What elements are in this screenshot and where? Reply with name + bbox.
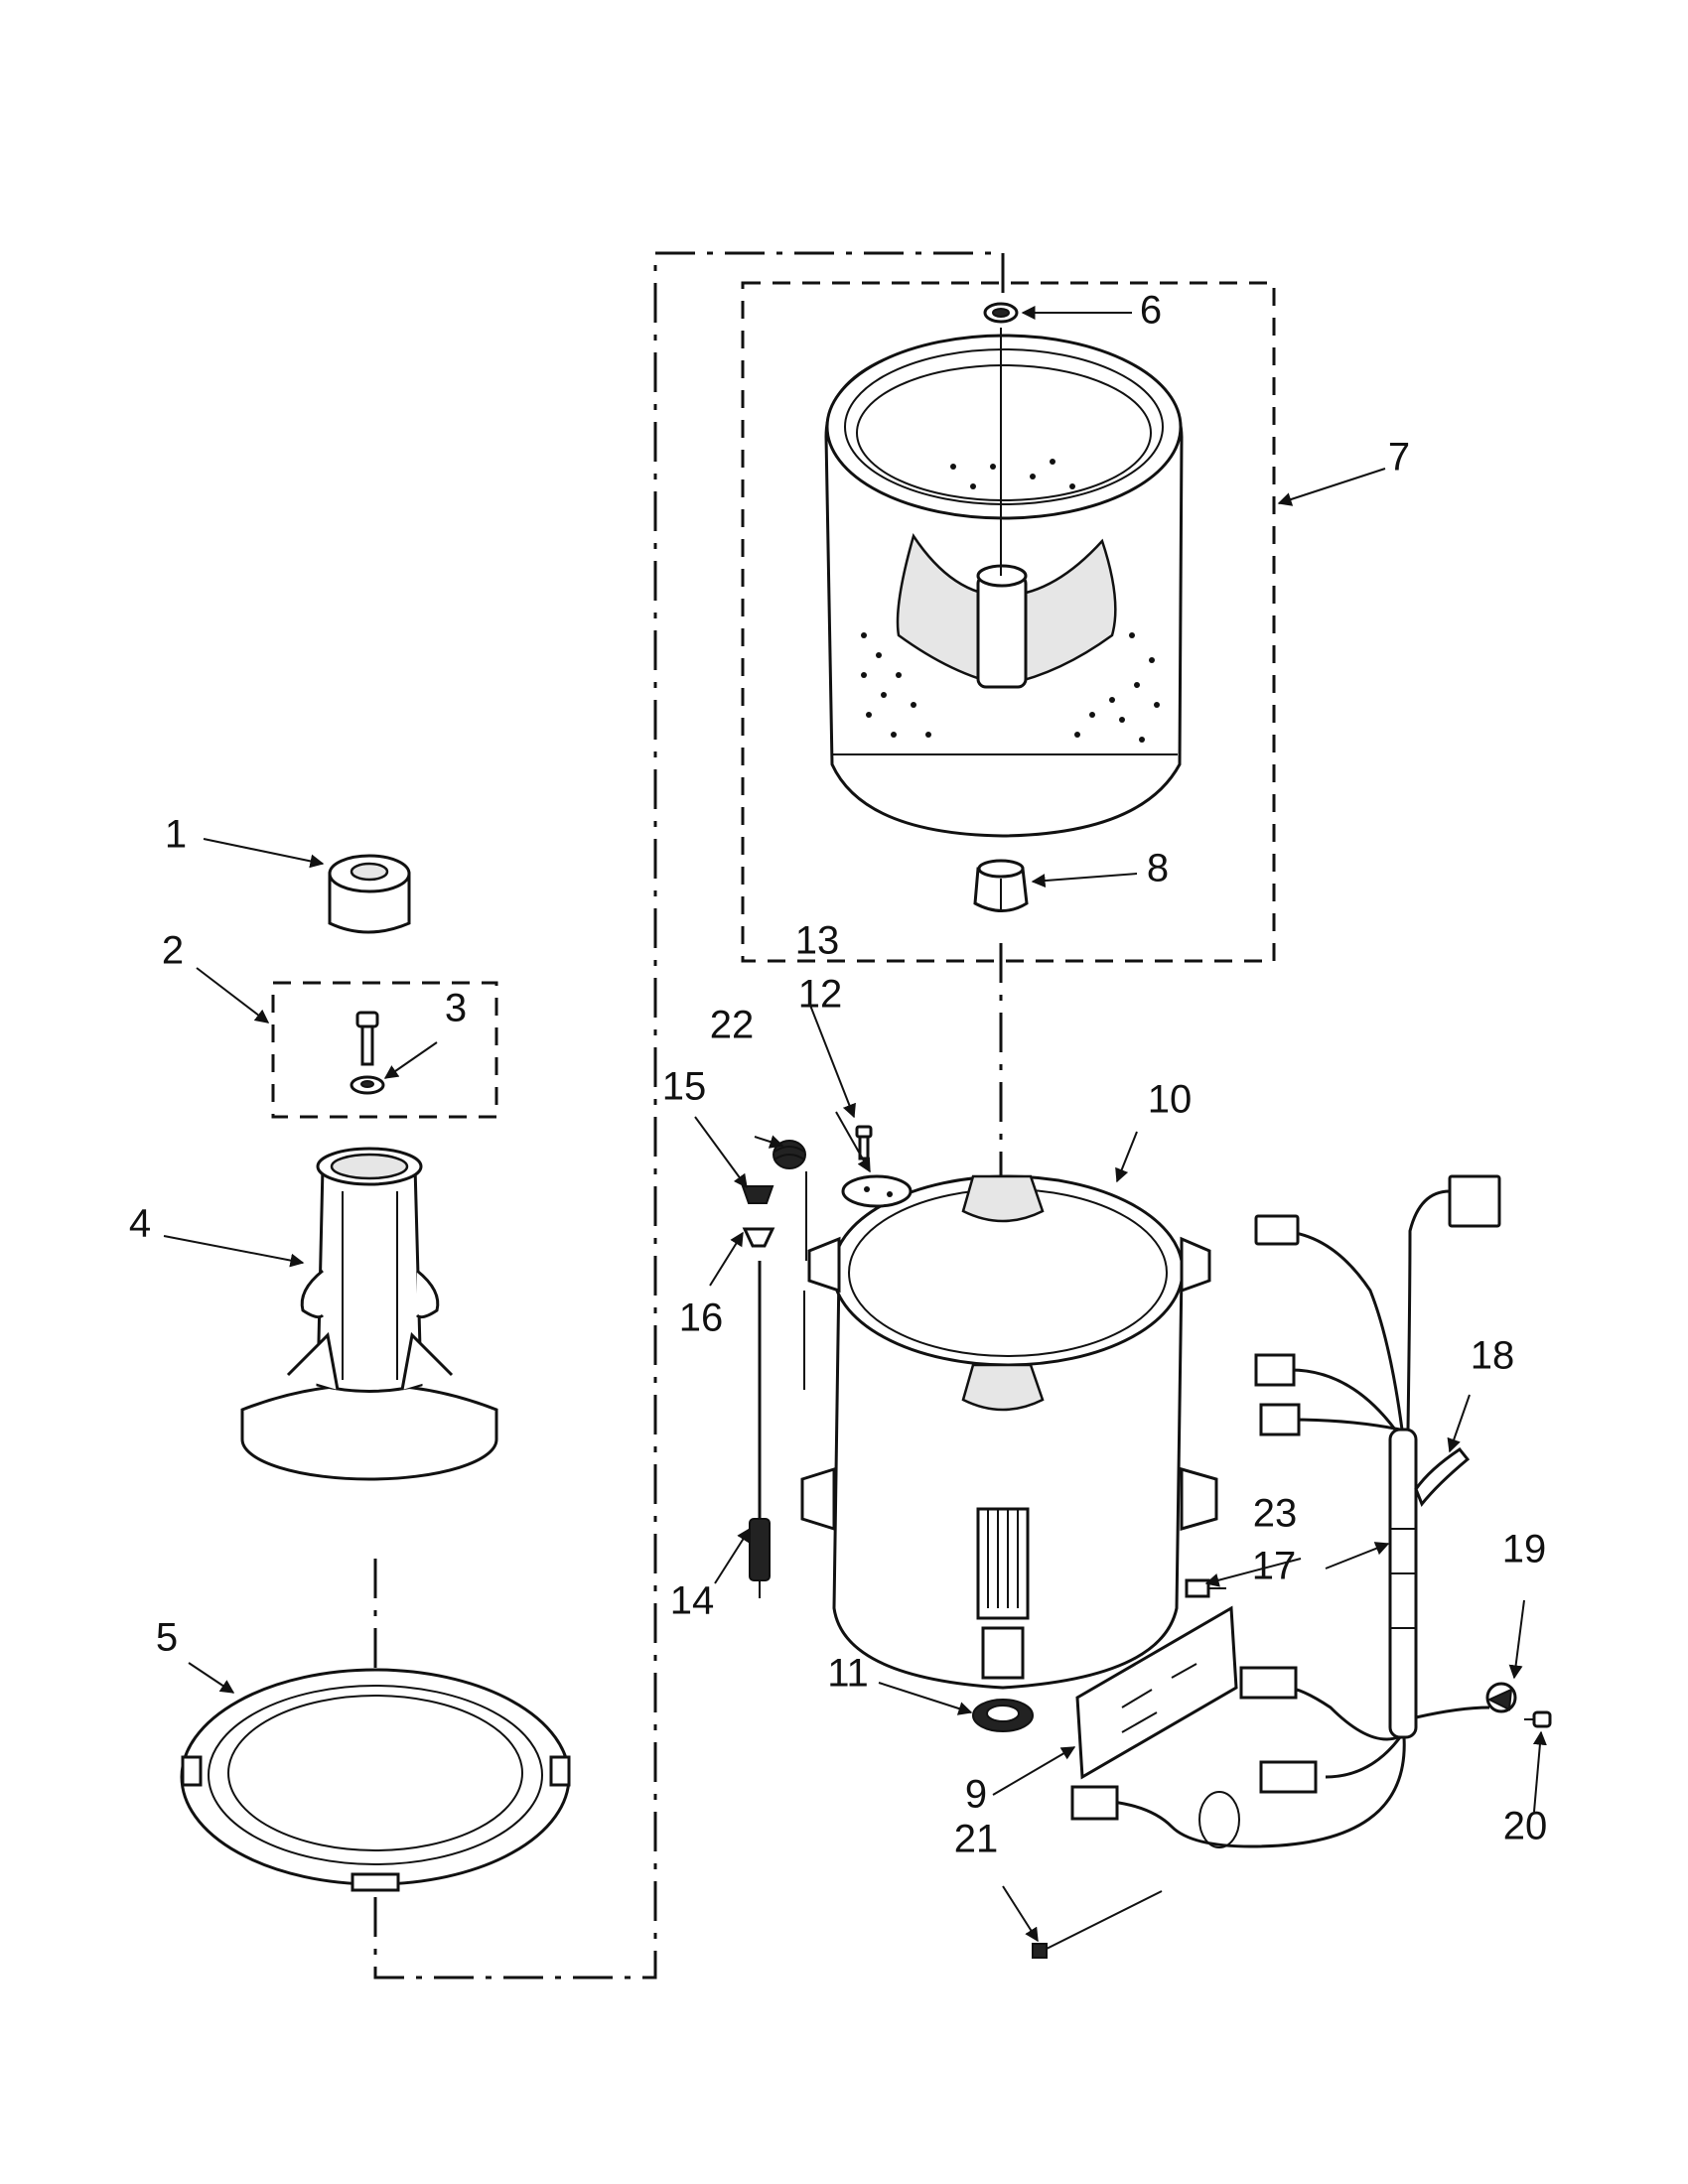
part-1-cap bbox=[328, 854, 411, 934]
part-18-tube bbox=[1414, 1446, 1471, 1507]
label-2: 2 bbox=[162, 929, 184, 973]
label-5: 5 bbox=[156, 1616, 178, 1660]
label-16: 16 bbox=[679, 1297, 724, 1340]
part-11-seal bbox=[972, 1699, 1034, 1732]
leader-arrows bbox=[163, 306, 1547, 1943]
part-8-bushing bbox=[973, 859, 1029, 912]
group-box-basket bbox=[741, 281, 1276, 963]
label-7: 7 bbox=[1388, 436, 1410, 479]
label-17: 17 bbox=[1252, 1545, 1297, 1588]
part-10-outer-tub bbox=[800, 1174, 1218, 1690]
part-14-suspension-rod bbox=[749, 1261, 771, 1598]
label-13: 13 bbox=[795, 919, 840, 963]
label-3: 3 bbox=[445, 987, 467, 1030]
label-1: 1 bbox=[165, 813, 187, 857]
part-5-tub-ring bbox=[180, 1668, 571, 1892]
part-16-cap bbox=[742, 1227, 775, 1248]
label-6: 6 bbox=[1140, 289, 1162, 333]
part-9-board bbox=[1075, 1605, 1238, 1780]
label-8: 8 bbox=[1147, 847, 1169, 890]
label-10: 10 bbox=[1148, 1078, 1193, 1122]
part-17-harness bbox=[1070, 1174, 1501, 1848]
label-9: 9 bbox=[965, 1773, 987, 1817]
part-12-plate bbox=[841, 1174, 913, 1208]
part-23-connector bbox=[1185, 1578, 1226, 1598]
label-20: 20 bbox=[1503, 1805, 1548, 1848]
label-11: 11 bbox=[827, 1652, 869, 1696]
label-4: 4 bbox=[129, 1202, 151, 1246]
label-14: 14 bbox=[670, 1579, 715, 1623]
label-19: 19 bbox=[1502, 1528, 1547, 1571]
label-15: 15 bbox=[662, 1065, 707, 1109]
label-22: 22 bbox=[710, 1004, 755, 1047]
part-4-agitator bbox=[240, 1147, 498, 1481]
part-21-cable-tie bbox=[1032, 1890, 1163, 1959]
part-2-bolt bbox=[355, 1011, 379, 1066]
connector-line bbox=[373, 251, 1005, 1979]
part-19-clip bbox=[1415, 1682, 1517, 1719]
label-23: 23 bbox=[1253, 1492, 1298, 1536]
part-7-basket bbox=[824, 328, 1184, 838]
part-15-nut bbox=[741, 1185, 774, 1204]
part-20-screw bbox=[1524, 1710, 1552, 1728]
part-3-washer bbox=[350, 1075, 385, 1095]
part-6-nut bbox=[983, 302, 1019, 324]
label-12: 12 bbox=[798, 973, 843, 1017]
label-21: 21 bbox=[954, 1818, 999, 1861]
label-18: 18 bbox=[1471, 1334, 1515, 1378]
